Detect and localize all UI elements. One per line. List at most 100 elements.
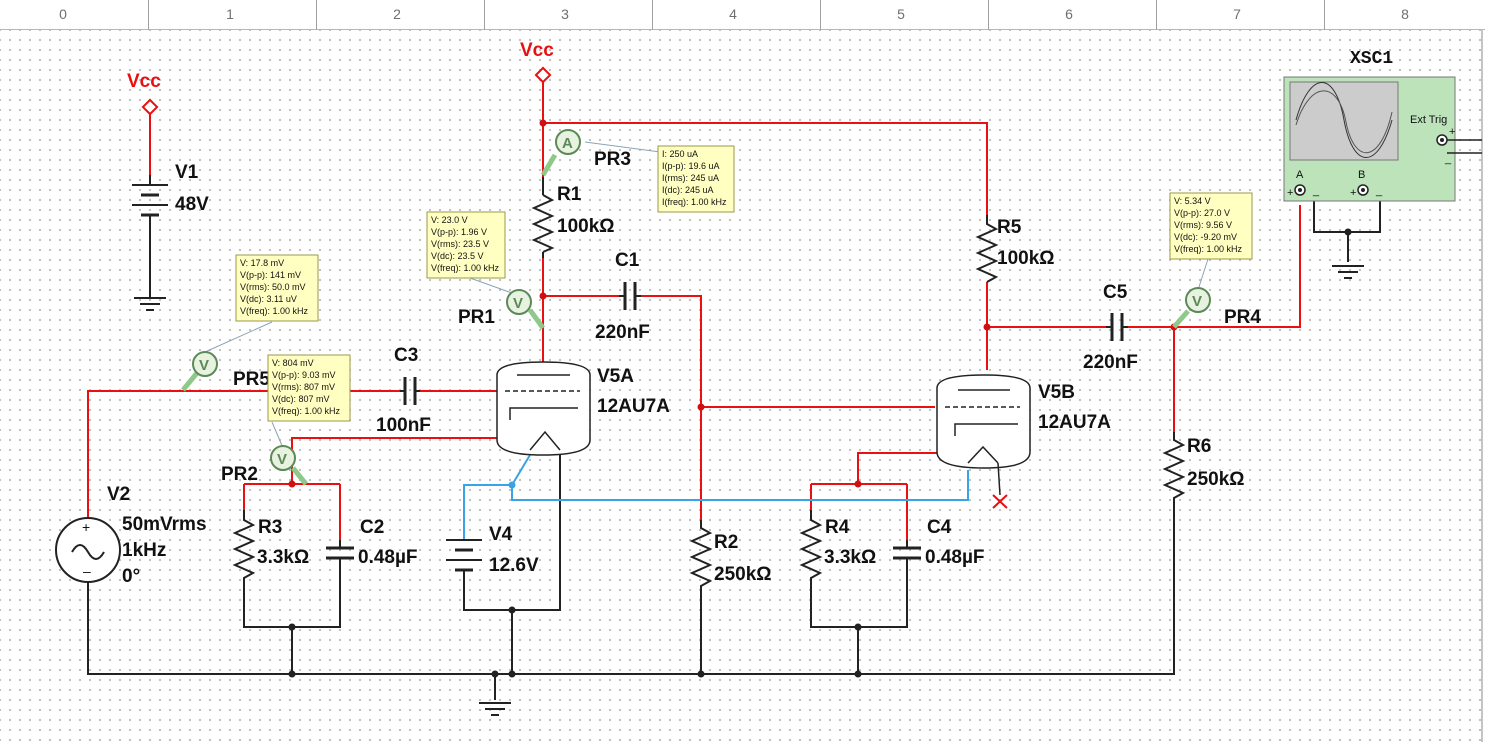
resistor-icon	[531, 194, 555, 253]
voltmeter-probe-icon	[270, 445, 296, 471]
tube-v5a[interactable]: V5A 12AU7A	[496, 361, 670, 456]
resistor-r4[interactable]: R4 3.3kΩ	[799, 510, 876, 582]
ruler-label: 2	[393, 6, 401, 22]
vcc-top-terminal-icon	[534, 66, 552, 84]
junction-dot	[288, 623, 296, 631]
v2-ref: V2	[107, 484, 130, 505]
capacitor-c3[interactable]: C3 100nF	[376, 345, 431, 436]
ruler-tick	[1324, 0, 1325, 30]
probe-pr4[interactable]: V PR4 V: 5.34 V V(p-p): 27.0 V V(rms): 9…	[1169, 192, 1261, 329]
voltmeter-probe-icon	[506, 289, 532, 315]
readout-line: V(freq): 1.00 kHz	[1174, 244, 1243, 254]
c4-ref: C4	[927, 517, 952, 538]
ac-source-v2[interactable]: + – V2 50mVrms 1kHz 0°	[55, 484, 207, 587]
wire[interactable]	[1128, 205, 1301, 328]
v2-phase: 0°	[122, 566, 140, 587]
junction-dot	[1344, 228, 1352, 236]
resistor-r2[interactable]: R2 250kΩ	[689, 520, 772, 592]
readout-line: V(p-p): 9.03 mV	[272, 370, 336, 380]
vcc-left[interactable]: Vcc	[127, 71, 161, 175]
readout-line: V(rms): 807 mV	[272, 382, 335, 392]
resistor-r5[interactable]: R5 100kΩ	[975, 215, 1055, 283]
resistor-icon	[689, 520, 713, 592]
capacitor-c1[interactable]: C1 220nF	[595, 250, 650, 343]
svg-text:V: V	[199, 357, 209, 374]
no-connect-marker	[992, 494, 1008, 509]
schematic-sheet[interactable]: Vcc Vcc V1 48V V4 12.6V	[0, 30, 1485, 742]
ruler-tick	[1156, 0, 1157, 30]
ruler-label: 7	[1233, 6, 1241, 22]
svg-text:V: V	[513, 295, 523, 312]
wire[interactable]	[857, 452, 940, 484]
oscilloscope-xsc1[interactable]: XSC1 Ext Trig + _ A B + _ + _	[1283, 49, 1482, 202]
battery-v4[interactable]: V4 12.6V	[446, 524, 539, 580]
wire[interactable]	[243, 566, 341, 628]
resistor-icon	[799, 510, 823, 582]
probe-pr3[interactable]: A PR3 I: 250 uA I(p-p): 19.6 uA I(rms): …	[540, 129, 735, 213]
readout-line: V: 17.8 mV	[240, 258, 284, 268]
vcc-top[interactable]: Vcc	[520, 40, 554, 84]
v5b-ref: V5B	[1038, 382, 1075, 403]
ruler-tick	[820, 0, 821, 30]
probe-pr5[interactable]: V PR5 V: 17.8 mV V(p-p): 141 mV V(rms): …	[181, 254, 319, 392]
ruler-label: 5	[897, 6, 905, 22]
resistor-r1[interactable]: R1 100kΩ	[531, 177, 615, 258]
c3-ref: C3	[394, 345, 418, 366]
wire[interactable]	[511, 454, 531, 486]
wire[interactable]	[463, 470, 969, 540]
readout-line: I(p-p): 19.6 uA	[662, 161, 720, 171]
c5-ref: C5	[1103, 282, 1128, 303]
capacitor-c2[interactable]: C2 0.48µF	[326, 517, 418, 568]
pr3-readout	[657, 145, 735, 213]
probe-pr1[interactable]: V PR1 V: 23.0 V V(p-p): 1.96 V V(rms): 2…	[426, 211, 546, 330]
wire[interactable]	[87, 502, 1175, 675]
probe-pr2[interactable]: V PR2 V: 804 mV V(p-p): 9.03 mV V(rms): …	[221, 354, 351, 486]
schematic-canvas[interactable]: Vcc Vcc V1 48V V4 12.6V	[0, 30, 1485, 742]
junction-dot	[697, 670, 705, 678]
voltmeter-probe-icon	[1185, 287, 1211, 313]
channel-a-plus: +	[1287, 187, 1293, 199]
resistor-icon	[1162, 432, 1186, 502]
pr1-name: PR1	[458, 307, 495, 328]
ext-trig-minus: _	[1444, 153, 1452, 165]
readout-line: I(rms): 245 uA	[662, 173, 719, 183]
c1-ref: C1	[615, 250, 640, 271]
junction-dot	[508, 606, 516, 614]
tube-icon	[936, 374, 1031, 469]
v5a-ref: V5A	[597, 366, 634, 387]
resistor-r6[interactable]: R6 250kΩ	[1162, 432, 1245, 502]
c4-value: 0.48µF	[925, 547, 985, 568]
battery-v1[interactable]: V1 48V	[132, 162, 209, 217]
readout-line: V(rms): 9.56 V	[1174, 220, 1232, 230]
wire[interactable]	[291, 437, 497, 484]
ground-symbol-main	[479, 702, 511, 716]
junction-dot	[854, 670, 862, 678]
ruler-tick	[652, 0, 653, 30]
pr1-readout	[426, 211, 506, 279]
channel-b-minus: _	[1375, 185, 1383, 197]
v5b-value: 12AU7A	[1038, 412, 1111, 433]
pr3-name: PR3	[594, 149, 631, 170]
c5-value: 220nF	[1083, 352, 1138, 373]
wire[interactable]	[543, 122, 988, 215]
junction-dot	[288, 670, 296, 678]
vcc-left-label: Vcc	[127, 71, 161, 92]
readout-line: V: 5.34 V	[1174, 196, 1211, 206]
wire[interactable]	[641, 295, 702, 520]
wire[interactable]	[810, 566, 908, 628]
tube-v5b[interactable]: V5B 12AU7A	[936, 374, 1111, 496]
capacitor-c5[interactable]: C5 220nF	[1083, 282, 1138, 373]
resistor-icon	[975, 215, 999, 283]
readout-line: V: 804 mV	[272, 358, 314, 368]
junction-dot	[854, 623, 862, 631]
v1-ref: V1	[175, 162, 199, 183]
channel-b-plus: +	[1350, 187, 1356, 199]
capacitor-c4[interactable]: C4 0.48µF	[893, 517, 985, 568]
resistor-r3[interactable]: R3 3.3kΩ	[232, 510, 309, 582]
svg-text:A: A	[562, 135, 573, 152]
r2-value: 250kΩ	[714, 564, 772, 585]
pr4-readout	[1169, 192, 1253, 260]
ruler-tick	[484, 0, 485, 30]
heater-wires[interactable]	[463, 454, 969, 540]
readout-line: V(dc): -9.20 mV	[1174, 232, 1237, 242]
